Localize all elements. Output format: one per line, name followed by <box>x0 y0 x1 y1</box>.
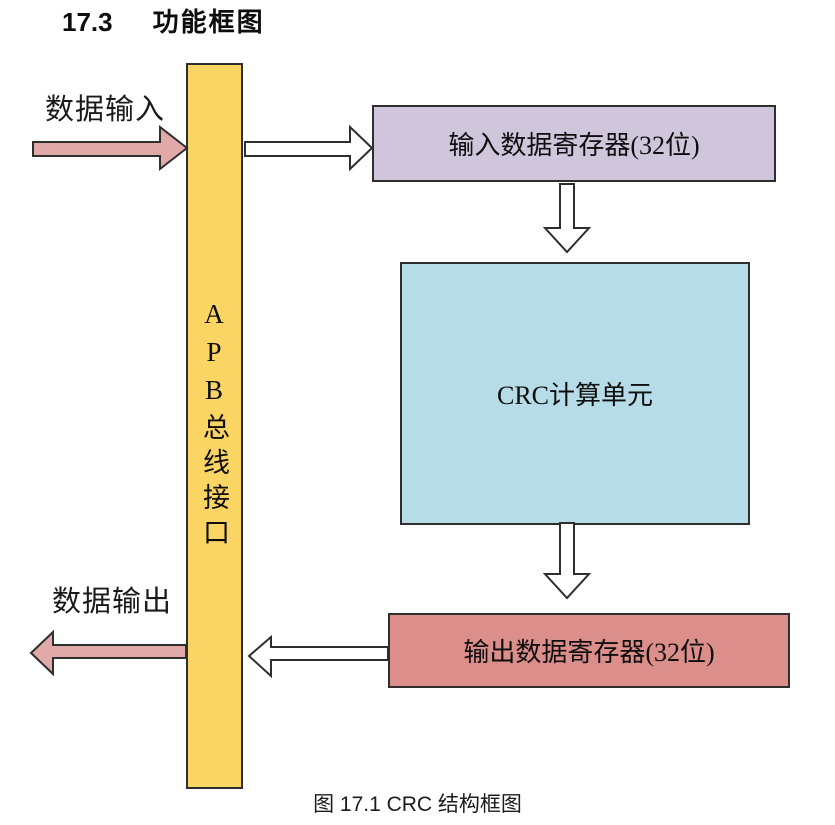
section-title: 功能框图 <box>152 7 265 37</box>
output-data-register-block: 输出数据寄存器(32位) <box>388 613 790 688</box>
section-heading: 17.3 功能框图 <box>62 2 265 39</box>
input-reg-to-crc-arrow <box>542 183 592 254</box>
apb-to-input-reg-arrow <box>244 124 374 172</box>
input-data-register-block: 输入数据寄存器(32位) <box>372 105 776 182</box>
section-number: 17.3 <box>62 7 113 37</box>
crc-to-output-reg-arrow <box>542 522 592 600</box>
crc-calc-unit-block: CRC计算单元 <box>400 262 750 525</box>
output-reg-to-apb-arrow <box>247 634 389 679</box>
data-input-label: 数据输入 <box>45 94 166 126</box>
data-output-arrow <box>29 629 187 677</box>
apb-bus-interface-block: APB总线接口 <box>186 63 243 789</box>
data-input-arrow <box>32 124 189 172</box>
data-output-label: 数据输出 <box>52 586 173 618</box>
figure-caption: 图 17.1 CRC 结构框图 <box>313 793 522 816</box>
